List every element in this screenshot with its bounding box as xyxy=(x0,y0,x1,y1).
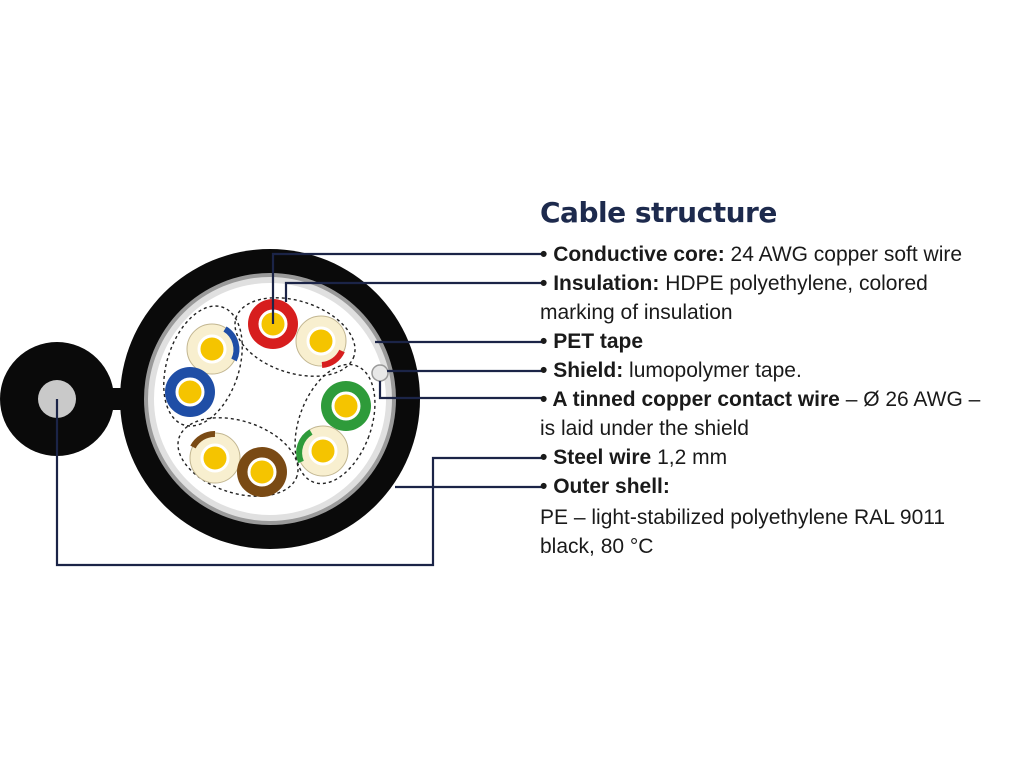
pair-red xyxy=(248,299,347,368)
label-insulation-bold: Insulation: xyxy=(553,272,660,295)
copper-core xyxy=(247,457,277,487)
pair-outline-green xyxy=(294,363,376,485)
label-pet-tape: • PET tape xyxy=(540,330,644,353)
label-insulation-line2: marking of insulation xyxy=(540,301,733,324)
label-steel-wire: • Steel wire 1,2 mm xyxy=(540,446,728,469)
leader-insulation xyxy=(284,281,545,302)
label-steel-bold: Steel wire xyxy=(553,446,652,469)
pair-outline-red xyxy=(234,297,356,377)
label-contact-text: – Ø 26 AWG – xyxy=(839,388,981,411)
leader-contact xyxy=(378,381,545,400)
copper-core xyxy=(197,334,227,364)
copper-core xyxy=(306,326,336,356)
label-shell-line2: PE – light-stabilized polyethylene RAL 9… xyxy=(540,506,946,529)
label-contact-wire: • A tinned copper contact wire – Ø 26 AW… xyxy=(540,388,981,411)
pair-blue xyxy=(165,323,240,417)
copper-core xyxy=(308,436,338,466)
leader-steel xyxy=(55,399,545,567)
label-insulation: • Insulation: HDPE polyethylene, colored xyxy=(540,272,928,295)
copper-core xyxy=(331,391,361,421)
diagram-title: Cable structure xyxy=(540,196,777,229)
copper-core xyxy=(175,377,205,407)
label-pet-bold: PET tape xyxy=(553,330,644,353)
main-cable xyxy=(120,249,420,549)
label-shield-text: lumopolymer tape. xyxy=(623,359,802,382)
label-core-bold: Conductive core: xyxy=(553,243,725,266)
pair-brown xyxy=(189,431,287,497)
copper-core xyxy=(200,443,230,473)
label-conductive-core: • Conductive core: 24 AWG copper soft wi… xyxy=(540,243,963,266)
label-insulation-text: HDPE polyethylene, colored xyxy=(659,272,928,295)
label-shield: • Shield: lumopolymer tape. xyxy=(540,359,802,382)
label-steel-text: 1,2 mm xyxy=(651,446,728,469)
leader-core xyxy=(271,252,545,324)
label-shield-bold: Shield: xyxy=(553,359,624,382)
label-contact-bold: A tinned copper contact wire xyxy=(552,388,840,411)
leader-lines xyxy=(55,252,545,567)
pair-outline-blue xyxy=(163,305,243,427)
label-shell-line3: black, 80 °C xyxy=(540,535,654,558)
label-shell-bold: Outer shell: xyxy=(553,475,670,498)
label-outer-shell: • Outer shell: xyxy=(540,475,670,498)
pair-green xyxy=(296,381,371,477)
label-core-text: 24 AWG copper soft wire xyxy=(724,243,963,266)
contact-wire xyxy=(371,364,389,382)
pair-outline-brown xyxy=(177,417,299,497)
label-contact-line2: is laid under the shield xyxy=(540,417,749,440)
